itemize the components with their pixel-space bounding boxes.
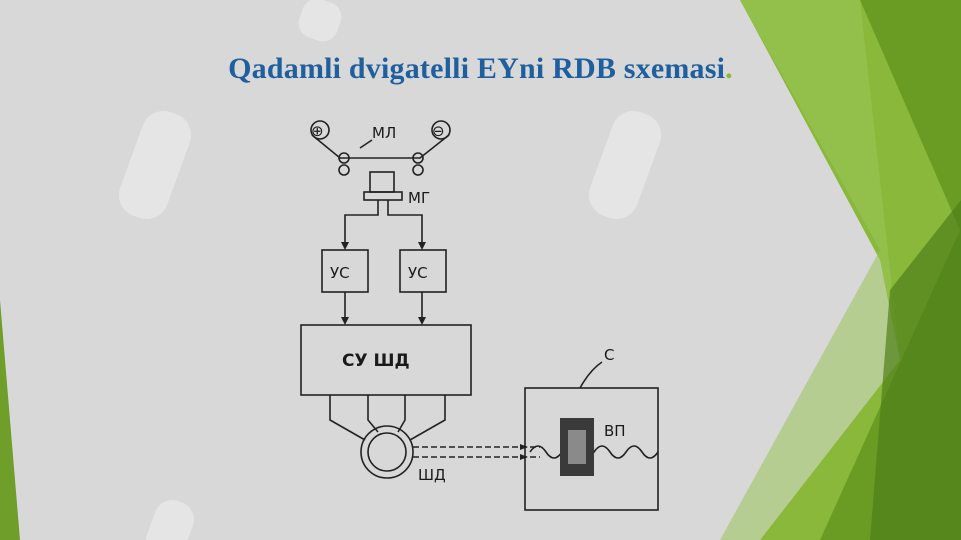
label-mg: МГ bbox=[408, 189, 430, 207]
arrow-shaft-bottom bbox=[520, 454, 528, 460]
winding-wire-1 bbox=[329, 395, 366, 441]
magnetic-tape bbox=[311, 134, 450, 159]
tape-guide-left-top bbox=[338, 152, 350, 164]
arrow-to-su-right bbox=[418, 317, 426, 325]
watermark-logo bbox=[118, 0, 662, 540]
ml-pointer bbox=[359, 139, 373, 149]
control-unit-box bbox=[300, 324, 472, 396]
amplifier-box-right bbox=[399, 249, 447, 293]
label-vp: ВП bbox=[604, 422, 626, 440]
wire-head-to-us-left bbox=[344, 200, 379, 245]
arrow-to-us-right bbox=[418, 242, 426, 250]
stepper-motor-outer bbox=[360, 425, 414, 479]
arrow-shaft-top bbox=[520, 444, 528, 450]
label-ml: МЛ bbox=[372, 124, 396, 142]
plus-symbol: ⊕ bbox=[311, 122, 324, 140]
c-pointer bbox=[579, 361, 603, 389]
left-green-strip bbox=[0, 300, 20, 540]
wire-head-to-us-right bbox=[387, 200, 423, 245]
tape-guide-right-bottom bbox=[412, 164, 424, 176]
arrow-to-us-left bbox=[341, 242, 349, 250]
winding-wire-2 bbox=[367, 395, 379, 433]
right-green-shape-pale bbox=[720, 0, 900, 540]
tape-guide-left-bottom bbox=[338, 164, 350, 176]
slide-title-dot: . bbox=[725, 52, 733, 85]
stepper-motor-inner bbox=[367, 432, 407, 472]
label-c: С bbox=[604, 346, 614, 364]
label-us-left: УС bbox=[330, 264, 350, 282]
reel-left bbox=[310, 120, 330, 140]
arrowheads bbox=[341, 242, 528, 460]
vp-device-core bbox=[568, 430, 586, 464]
tape-guide-right-top bbox=[412, 152, 424, 164]
magnetic-head-base bbox=[363, 191, 403, 201]
winding-wire-4 bbox=[409, 395, 446, 441]
slide-title: Qadamli dvigatelli EYni RDB sxemasi. bbox=[0, 52, 961, 86]
slide-title-text: Qadamli dvigatelli EYni RDB sxemasi bbox=[228, 52, 726, 85]
label-shd: ШД bbox=[418, 466, 446, 484]
right-green-shape-dark bbox=[870, 200, 961, 540]
minus-symbol: ⊖ bbox=[432, 122, 445, 140]
arrow-to-su-left bbox=[341, 317, 349, 325]
reel-right bbox=[431, 120, 451, 140]
magnetic-head-body bbox=[369, 171, 395, 193]
c-box bbox=[524, 387, 659, 511]
label-us-right: УС bbox=[408, 264, 428, 282]
winding-wire-3 bbox=[397, 395, 406, 433]
label-su-shd: СУ ШД bbox=[342, 351, 410, 371]
